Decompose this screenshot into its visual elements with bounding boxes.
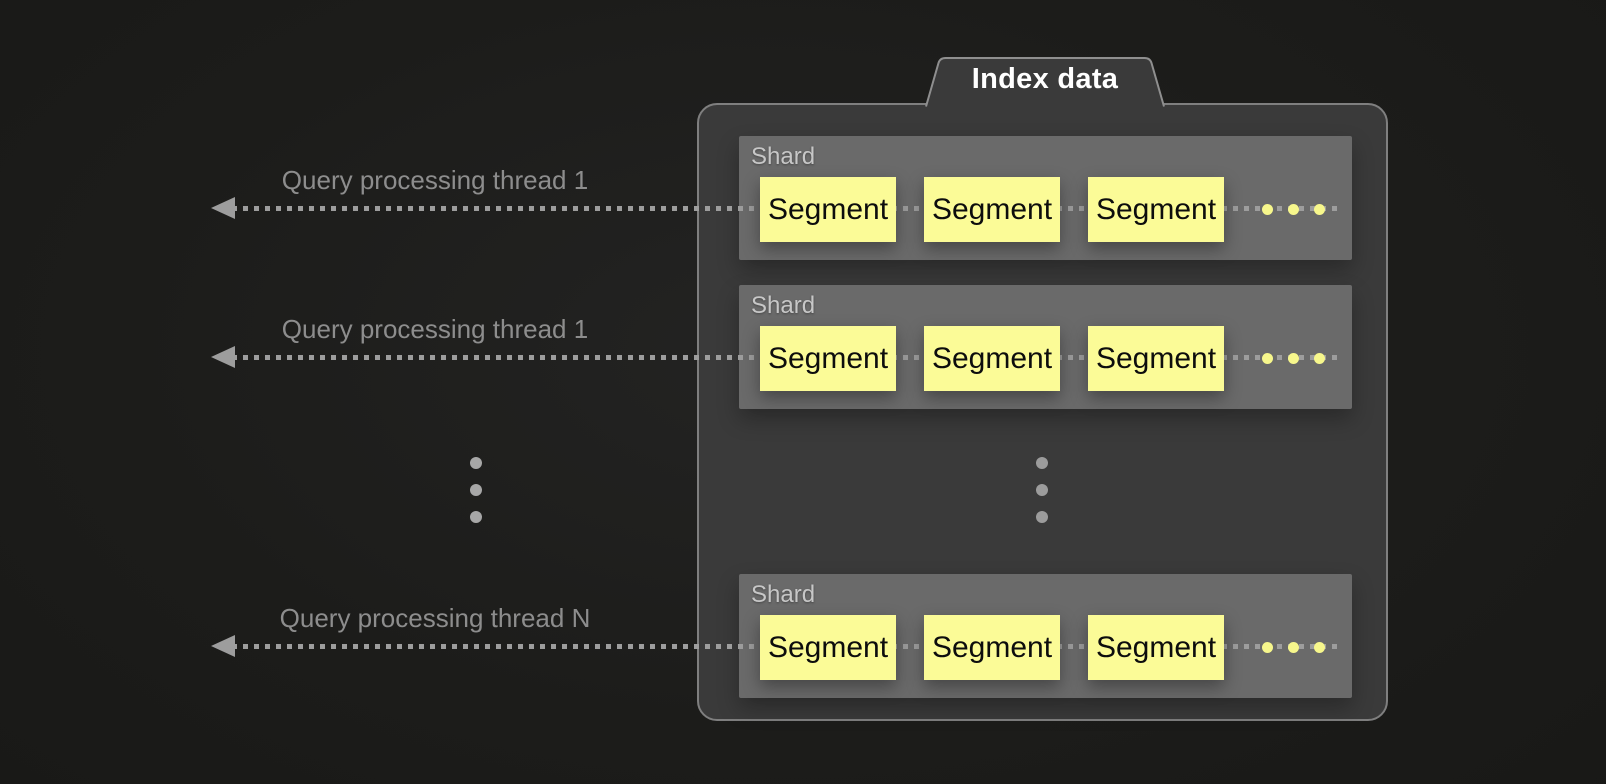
index-data-tab-shape — [925, 57, 1165, 107]
segment-box: Segment — [924, 177, 1060, 242]
more-shards-ellipsis-icon — [1036, 457, 1048, 523]
more-segments-ellipsis-icon — [1262, 353, 1325, 364]
segment-box: Segment — [760, 177, 896, 242]
segment-box: Segment — [1088, 177, 1224, 242]
shard-label: Shard — [751, 143, 816, 170]
thread-arrowhead-icon — [211, 197, 235, 219]
more-segments-ellipsis-icon — [1262, 204, 1325, 215]
index-data-title: Index data — [971, 63, 1119, 95]
segment-box: Segment — [760, 615, 896, 680]
shard-row-2: Shard Segment Segment Segment — [739, 285, 1352, 409]
thread-label-2: Query processing thread 1 — [281, 314, 589, 344]
segment-box: Segment — [924, 615, 1060, 680]
shard-row-3: Shard Segment Segment Segment — [739, 574, 1352, 698]
segment-group: Segment Segment Segment — [760, 615, 1224, 680]
segment-box: Segment — [924, 326, 1060, 391]
segment-box: Segment — [1088, 615, 1224, 680]
thread-arrowhead-icon — [211, 635, 235, 657]
index-data-container: Index data Shard Segment Segment Segment… — [697, 57, 1388, 721]
thread-label-3: Query processing thread N — [279, 603, 591, 633]
shard-label: Shard — [751, 581, 816, 608]
more-threads-ellipsis-icon — [470, 457, 482, 523]
shard-row-1: Shard Segment Segment Segment — [739, 136, 1352, 260]
more-segments-ellipsis-icon — [1262, 642, 1325, 653]
thread-label-1: Query processing thread 1 — [281, 165, 589, 195]
segment-group: Segment Segment Segment — [760, 177, 1224, 242]
shard-label: Shard — [751, 292, 816, 319]
segment-box: Segment — [760, 326, 896, 391]
segment-box: Segment — [1088, 326, 1224, 391]
thread-arrowhead-icon — [211, 346, 235, 368]
segment-group: Segment Segment Segment — [760, 326, 1224, 391]
